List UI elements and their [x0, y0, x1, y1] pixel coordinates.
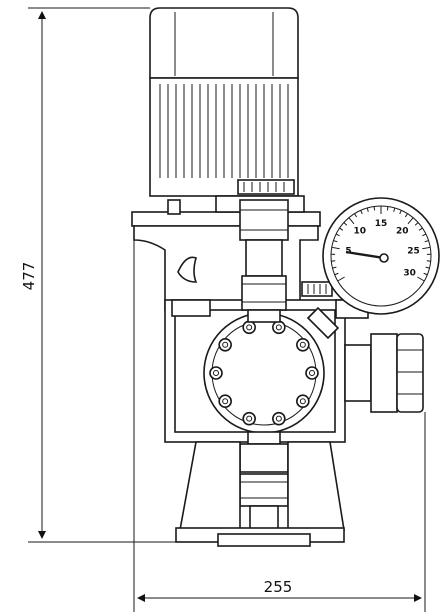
gauge-tick [407, 217, 414, 225]
gauge-tick [366, 207, 369, 212]
gauge-tick [337, 276, 345, 282]
motor-fan-cover [149, 7, 299, 79]
gauge-tick-marks [331, 206, 431, 282]
gauge-tick [404, 213, 408, 218]
gauge-adapter [306, 306, 340, 340]
gauge-tick [417, 276, 425, 282]
discharge-valve-body [245, 239, 283, 277]
oil-sight-window [177, 256, 198, 283]
motor-terminal [237, 179, 295, 195]
height-dimension-label: 477 [20, 262, 38, 291]
bolt [272, 320, 286, 335]
motor-cooling-fins [159, 84, 289, 178]
gauge-needle [345, 250, 385, 260]
gauge-tick [373, 206, 376, 211]
bolt [296, 394, 310, 409]
gauge-tick [423, 272, 428, 276]
bolt [305, 366, 319, 380]
gauge-tick [422, 233, 427, 237]
gauge-tick [424, 240, 429, 243]
suction-valve-upper [239, 443, 289, 473]
gauge-label-15: 15 [375, 219, 388, 229]
gauge-tick [399, 210, 402, 215]
bolt [296, 337, 310, 352]
bolt-center [299, 398, 306, 405]
base-left-leg [179, 441, 241, 531]
width-dimension-label: 255 [264, 578, 293, 596]
pump-base [175, 441, 345, 547]
gauge-tick [425, 266, 430, 269]
gauge-tick [333, 240, 338, 243]
bolt-center [213, 370, 219, 376]
suction-valve-lower [239, 473, 289, 507]
bolt-center [275, 415, 282, 422]
gauge-hub [379, 253, 389, 263]
gauge-tick [418, 227, 423, 231]
bolt-center [222, 341, 229, 348]
gauge-tick [348, 217, 355, 225]
bolt-center [299, 341, 306, 348]
gauge-tick [360, 210, 363, 215]
bolt [272, 411, 286, 426]
discharge-valve-nut [241, 275, 287, 311]
motor [149, 7, 299, 197]
gauge-tick [343, 222, 348, 226]
connector-nut [396, 333, 424, 413]
bolt [209, 366, 223, 380]
bolt-center [222, 398, 229, 405]
gearbox-body [133, 225, 319, 311]
gauge-label-20: 20 [396, 227, 409, 237]
gauge-tick [332, 266, 337, 269]
gearbox-housing [131, 195, 321, 311]
gauge-tick [386, 206, 389, 211]
gauge-tick [422, 246, 431, 250]
bolt-center [246, 324, 253, 331]
bolt-center [246, 415, 253, 422]
side-connector [344, 333, 424, 413]
gauge-tick [339, 227, 344, 231]
bolt-center [275, 324, 282, 331]
pressure-gauge: 5 10 15 20 25 30 [301, 197, 440, 340]
base-foot [217, 533, 311, 547]
gauge-label-25: 25 [407, 246, 420, 256]
gauge-label-10: 10 [354, 227, 367, 237]
bolt-center [309, 370, 315, 376]
bolt [218, 337, 232, 352]
bolt [218, 394, 232, 409]
base-right-leg [287, 441, 345, 531]
gearbox-top-flange [131, 211, 321, 227]
discharge-piping [239, 199, 289, 537]
bolt [242, 411, 256, 426]
gauge-tick [354, 213, 358, 218]
width-dimension: 255 [133, 232, 426, 612]
gauge-tick [334, 272, 339, 276]
gauge-tick [335, 233, 340, 237]
upper-coupling [239, 199, 289, 241]
gauge-tick [393, 207, 396, 212]
diaphragm-bolts [209, 320, 319, 426]
gauge-label-30: 30 [403, 269, 416, 279]
gauge-tick [331, 246, 340, 250]
gauge-tick [414, 222, 419, 226]
bolt [242, 320, 256, 335]
